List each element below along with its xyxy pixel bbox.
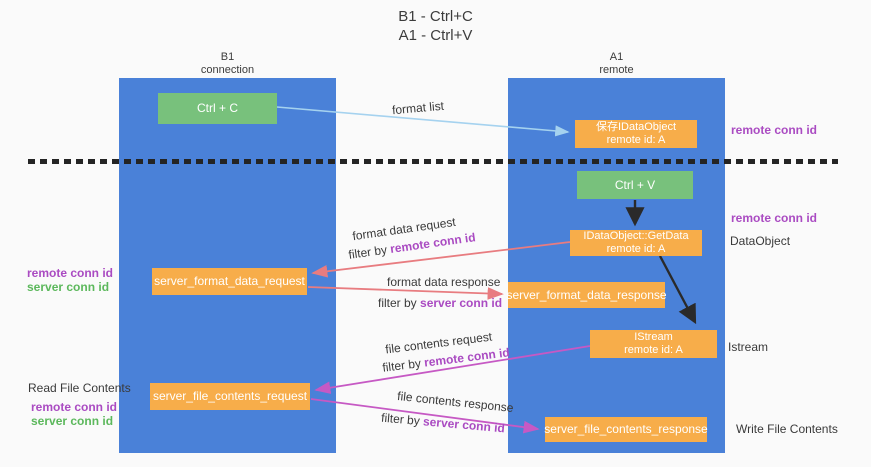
dashed-separator	[28, 159, 838, 164]
file-contents-response-filter: filter by server conn id	[381, 411, 506, 436]
format-data-response-label: format data response	[387, 275, 501, 289]
filter-prefix: filter by	[378, 296, 421, 310]
save-dataobject-line1: 保存IDataObject	[595, 121, 677, 133]
lane-a1-name: A1	[609, 51, 624, 63]
getdata-box: IDataObject::GetData remote id: A	[570, 230, 702, 256]
title-line-1: B1 - Ctrl+C	[398, 8, 473, 25]
istream-line1: IStream	[634, 331, 673, 343]
left-server-conn-id-mid: server conn id	[27, 280, 110, 294]
istream-annotation: Istream	[728, 340, 769, 354]
ctrl-v-box: Ctrl + V	[577, 171, 693, 199]
lane-header-a1: A1 remote	[508, 51, 725, 77]
title-line-2: A1 - Ctrl+V	[398, 27, 473, 44]
getdata-line2: remote id: A	[606, 243, 666, 255]
filter-key-server-conn-id: server conn id	[422, 414, 506, 436]
istream-box: IStream remote id: A	[590, 330, 717, 358]
save-dataobject-line2: remote id: A	[606, 134, 666, 146]
ctrl-c-box: Ctrl + C	[158, 93, 277, 124]
diagram-title: B1 - Ctrl+C A1 - Ctrl+V	[0, 7, 871, 45]
lane-b1-role: connection	[200, 64, 255, 76]
lane-a1-role: remote	[599, 64, 634, 76]
ctrl-v-label: Ctrl + V	[614, 177, 656, 192]
save-dataobject-box: 保存IDataObject remote id: A	[575, 120, 697, 148]
server-file-contents-response-box: server_file_contents_response	[544, 417, 708, 442]
left-remote-conn-id-bottom: remote conn id	[31, 400, 118, 414]
server-format-data-response-box: server_format_data_response	[506, 282, 667, 308]
format-data-response-filter: filter by server conn id	[378, 296, 502, 310]
istream-line2: remote id: A	[624, 344, 683, 356]
lane-header-b1: B1 connection	[119, 51, 336, 77]
server-format-data-request-label: server_format_data_request	[154, 274, 305, 288]
server-file-contents-response-label: server_file_contents_response	[544, 422, 708, 436]
file-contents-response-label: file contents response	[396, 388, 515, 416]
ctrl-c-label: Ctrl + C	[196, 101, 238, 115]
write-file-contents-annotation: Write File Contents	[736, 422, 838, 436]
server-file-contents-request-label: server_file_contents_request	[152, 389, 308, 403]
filter-prefix: filter by	[381, 355, 426, 375]
filter-prefix: filter by	[380, 410, 424, 429]
right-remote-conn-id-mid: remote conn id	[731, 211, 818, 225]
getdata-line1: IDataObject::GetData	[583, 230, 689, 242]
server-format-data-request-box: server_format_data_request	[152, 268, 307, 295]
server-file-contents-request-box: server_file_contents_request	[150, 383, 310, 410]
left-server-conn-id-bottom: server conn id	[31, 414, 114, 428]
right-remote-conn-id-top: remote conn id	[731, 123, 818, 137]
format-list-label: format list	[391, 98, 445, 118]
server-format-data-response-label: server_format_data_response	[506, 287, 667, 302]
left-remote-conn-id-mid: remote conn id	[27, 266, 114, 280]
filter-key-server-conn-id: server conn id	[420, 296, 503, 310]
lane-b1-name: B1	[220, 51, 235, 63]
dataobject-annotation: DataObject	[730, 234, 791, 248]
read-file-contents-annotation: Read File Contents	[28, 381, 131, 395]
filter-prefix: filter by	[347, 242, 392, 262]
